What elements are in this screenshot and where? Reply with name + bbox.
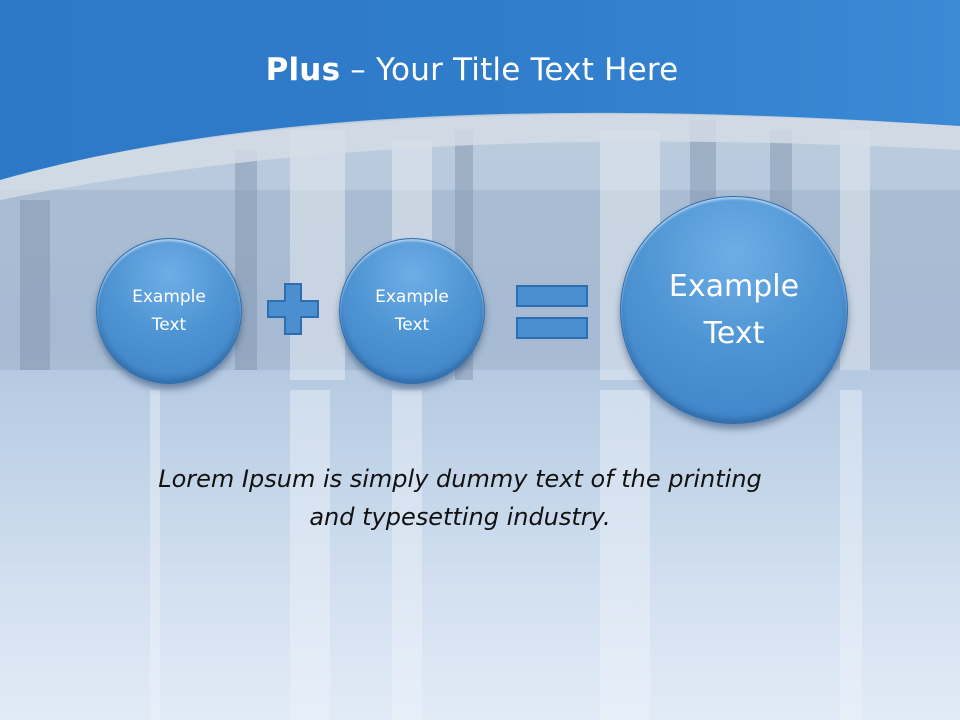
body-text-line2: and typesetting industry. (309, 503, 611, 531)
plus-icon (267, 283, 319, 335)
circle-second-line1: Example (375, 287, 449, 307)
circle-result-line1: Example (668, 269, 800, 304)
body-text: Lorem Ipsum is simply dummy text of the … (100, 460, 820, 536)
circle-result-line2: Text (703, 316, 765, 351)
slide-title: Plus – Your Title Text Here (0, 52, 944, 88)
circle-first-line2: Text (151, 315, 187, 335)
title-rest: – Your Title Text Here (340, 52, 679, 88)
circle-second-line2: Text (394, 315, 430, 335)
equals-icon (516, 285, 588, 339)
circle-first: Example Text (96, 238, 242, 384)
circle-first-line1: Example (132, 287, 206, 307)
circle-result: Example Text (620, 196, 848, 424)
title-bold: Plus (265, 52, 341, 88)
circle-second: Example Text (339, 238, 485, 384)
body-text-line1: Lorem Ipsum is simply dummy text of the … (158, 465, 762, 493)
